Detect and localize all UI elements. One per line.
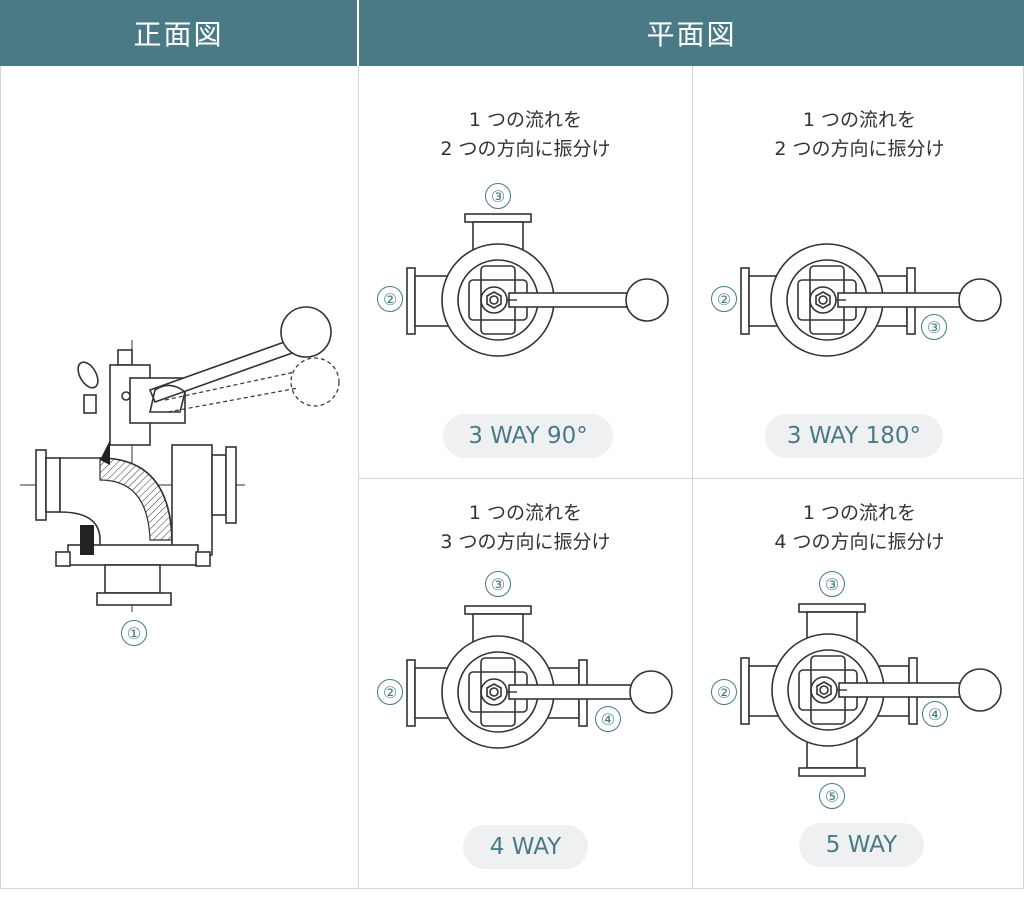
caption-line-2: 3 つの方向に振分け bbox=[440, 531, 611, 553]
caption-line-2: 4 つの方向に振分け bbox=[774, 531, 945, 553]
port-label: ② bbox=[377, 286, 403, 312]
row-divider bbox=[359, 478, 1024, 479]
port-label: ④ bbox=[595, 706, 621, 732]
caption-line-1: 1 つの流れを bbox=[802, 109, 917, 131]
port-label: ② bbox=[377, 679, 403, 705]
caption-line-1: 1 つの流れを bbox=[468, 109, 583, 131]
caption-line-1: 1 つの流れを bbox=[468, 502, 583, 524]
front-view-header: 正面図 bbox=[0, 0, 357, 66]
plan-valve-3way-180-drawing bbox=[740, 243, 1002, 357]
port-label: ② bbox=[711, 286, 737, 312]
type-badge-3way-90: 3 WAY 90° bbox=[443, 414, 613, 458]
port-label: ③ bbox=[485, 571, 511, 597]
frame-left bbox=[0, 66, 1, 889]
port-label: ④ bbox=[922, 701, 948, 727]
port-label: ③ bbox=[819, 571, 845, 597]
column-divider bbox=[358, 66, 359, 889]
type-badge-5way: 5 WAY bbox=[799, 823, 924, 867]
column-divider bbox=[692, 66, 693, 889]
plan-valve-3way-90-drawing bbox=[406, 213, 669, 357]
plan-view-header: 平面図 bbox=[359, 0, 1024, 66]
port-label: ③ bbox=[485, 183, 511, 209]
caption-line-2: 2 つの方向に振分け bbox=[440, 138, 611, 160]
port-label: ② bbox=[711, 679, 737, 705]
plan-valve-4way-drawing bbox=[406, 605, 673, 749]
port-label: ③ bbox=[921, 314, 947, 340]
front-view-valve-drawing bbox=[20, 306, 340, 612]
type-badge-3way-180: 3 WAY 180° bbox=[765, 414, 943, 458]
plan-valve-5way-drawing bbox=[740, 603, 1002, 777]
port-label: ⑤ bbox=[819, 783, 845, 809]
type-badge-4way: 4 WAY bbox=[463, 825, 588, 869]
front-port-1-label: ① bbox=[121, 620, 147, 646]
caption-line-1: 1 つの流れを bbox=[802, 502, 917, 524]
caption-line-2: 2 つの方向に振分け bbox=[774, 138, 945, 160]
